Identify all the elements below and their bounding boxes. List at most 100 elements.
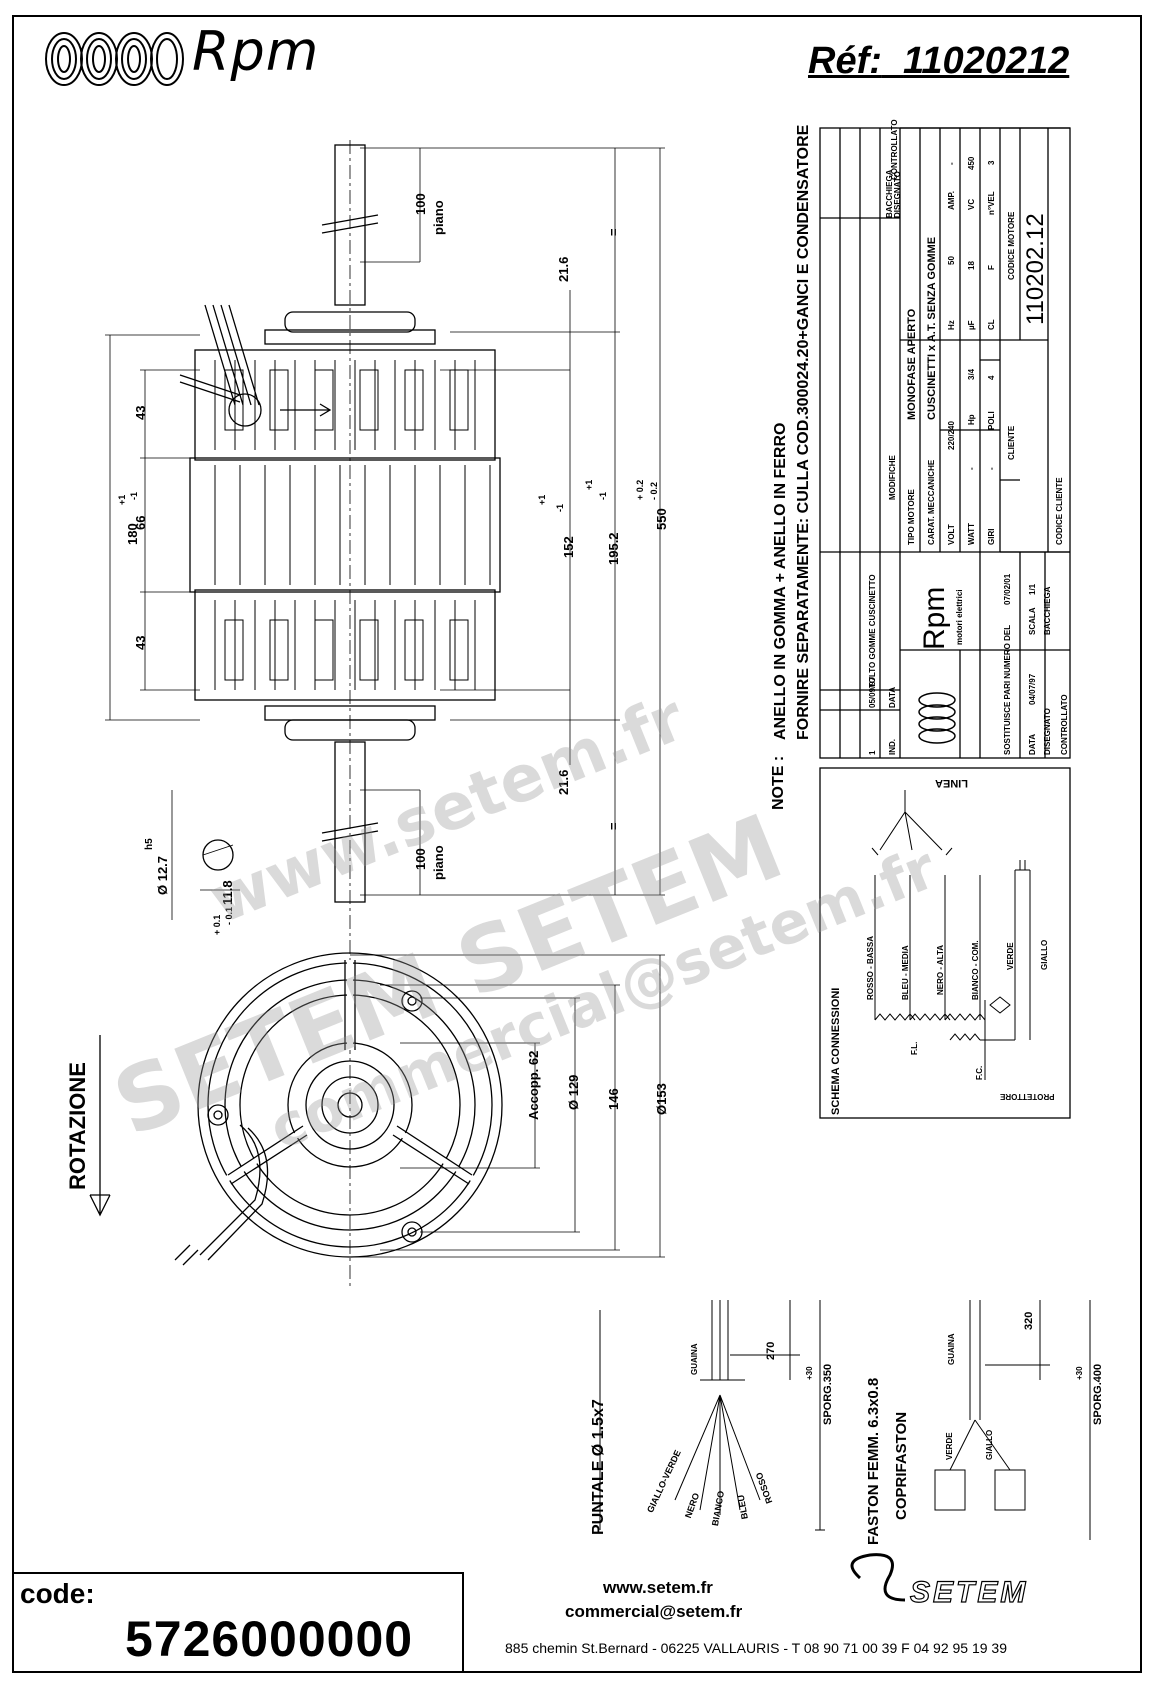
spec-cl-label: CL	[987, 319, 996, 330]
spec-uf-label: µF	[967, 320, 976, 331]
wiring-protettore: PROTETTORE	[1000, 1092, 1055, 1101]
puntale-guaina: GUAINA	[690, 1343, 699, 1375]
dim-180-tol-minus: -1	[129, 492, 139, 500]
wire-bleu: BLEU - MEDIA	[901, 945, 910, 1000]
faston-wire-verde: VERDE	[945, 1432, 954, 1460]
faston-sporg-tol: +30	[1075, 1366, 1084, 1380]
wire-bianco: BIANCO - COM.	[971, 940, 980, 1000]
footer-email-link[interactable]: commercial@setem.fr	[565, 1602, 743, 1621]
spec-volt-value: 220/240	[947, 421, 956, 450]
scala-label: SCALA	[1028, 607, 1037, 635]
dim-body-top: 43	[133, 406, 148, 420]
brand-name: Rpm	[192, 20, 320, 83]
scala-value: 1/1	[1028, 583, 1037, 595]
dim-195: 195.2	[606, 532, 621, 565]
notes-line2: FORNIRE SEPARATAMENTE: CULLA COD.300024.…	[795, 124, 812, 740]
footer-website-link[interactable]: www.setem.fr	[603, 1578, 713, 1597]
tipo-motore-label: TIPO MOTORE	[907, 489, 916, 545]
spec-amp-value: -	[947, 162, 956, 165]
spec-volt-label: VOLT	[947, 524, 956, 545]
dim-146: 146	[606, 1088, 621, 1110]
dim-hub-lower: 21.6	[556, 770, 571, 795]
spec-amp-label: AMP.	[947, 191, 956, 210]
reference-label: Réf:	[808, 40, 882, 82]
tipo-motore-value: MONOFASE APERTO	[906, 308, 918, 420]
wire-giallo: GIALLO	[1040, 939, 1049, 970]
spec-vc-value: 450	[967, 156, 976, 170]
codice-cliente-label: CODICE CLIENTE	[1055, 477, 1064, 545]
dim-550: 550	[654, 508, 669, 530]
dim-shaft-lower: 100	[413, 848, 428, 870]
puntale-sporg350: SPORG.350	[822, 1363, 834, 1425]
faston-guaina: GUAINA	[947, 1333, 956, 1365]
spec-nvel-label: n°VEL	[987, 191, 996, 215]
spec-hp-value: 3/4	[967, 368, 976, 380]
wiring-title: SCHEMA CONNESSIONI	[830, 987, 842, 1115]
rev-row-ind: 1	[868, 750, 877, 755]
rev-header-modifiche: MODIFICHE	[888, 455, 897, 500]
cliente-label: CLIENTE	[1007, 425, 1016, 460]
title-block-brand: Rpm	[918, 586, 951, 650]
codice-motore-label: CODICE MOTORE	[1007, 211, 1016, 280]
carat-value: CUSCINETTI x A.T. SENZA GOMME	[926, 236, 938, 420]
spec-vc-label: VC	[967, 198, 976, 210]
spec-uf-value: 18	[967, 261, 976, 270]
dim-550-tol-plus: + 0.2	[635, 480, 645, 500]
dim-accopp: Accopp. 62	[526, 1051, 541, 1120]
dim-180-tol-plus: +1	[117, 495, 127, 505]
codice-motore-value: 110202.12	[1022, 213, 1049, 325]
wiring-fl: F.L.	[910, 1041, 919, 1055]
puntale-len270: 270	[765, 1341, 777, 1360]
puntale-sporg-tol: +30	[805, 1366, 814, 1380]
dim-152: 152	[561, 536, 576, 558]
dim-shaft-fit: h5	[144, 838, 155, 850]
rpm-logo-icon	[45, 32, 184, 86]
puntale-label: PUNTALE Ø 1.5x7	[590, 1399, 607, 1535]
faston-len320: 320	[1023, 1311, 1035, 1330]
data-label: DATA	[1028, 733, 1037, 755]
faston-sporg400: SPORG.400	[1092, 1363, 1104, 1425]
spec-giri-value: -	[987, 467, 996, 470]
dim-shaft-flat-tol-minus: - 0.1	[224, 907, 234, 925]
rotation-label: ROTAZIONE	[65, 1062, 90, 1190]
dim-153: Ø153	[654, 1083, 669, 1115]
data-value: 04/07/97	[1028, 673, 1037, 705]
dim-hub-upper: 21.6	[556, 257, 571, 282]
setem-swoosh-icon	[850, 1553, 906, 1602]
rev-row-modifiche: TOLTO GOMME CUSCINETTO	[868, 574, 877, 688]
rev-header-data: DATA	[888, 686, 897, 708]
spec-poli-label: POLI	[987, 411, 996, 430]
notes-title: NOTE :	[770, 755, 787, 810]
spec-watt-value: -	[967, 467, 976, 470]
wiring-linea: LINEA	[935, 777, 968, 789]
spec-hz-value: 50	[947, 256, 956, 265]
dim-shaft-diam: Ø 12.7	[155, 856, 170, 895]
controllato-label: CONTROLLATO	[1060, 694, 1069, 755]
reference-header: Réf: 11020212	[808, 40, 1069, 83]
dim-195-tol-plus: +1	[584, 480, 594, 490]
spec-hz-label: Hz	[947, 320, 956, 330]
dim-195-tol-minus: -1	[598, 492, 608, 500]
wire-rosso: ROSSO - BASSA	[866, 935, 875, 1000]
dim-129: Ø 129	[566, 1075, 581, 1110]
dim-550-tol-minus: - 0.2	[649, 482, 659, 500]
spec-watt-label: WATT	[967, 522, 976, 545]
footer-address: 885 chemin St.Bernard - 06225 VALLAURIS …	[505, 1640, 1007, 1656]
spec-poli-value: 4	[987, 375, 996, 380]
rev-header-controllato: CONTROLLATO	[890, 119, 899, 180]
dim-152-tol-plus: +1	[537, 495, 547, 505]
spec-hp-label: Hp	[967, 414, 976, 425]
dim-shaft-upper-note: piano	[431, 200, 446, 235]
notes-line1: ANELLO IN GOMMA + ANELLO IN FERRO	[772, 422, 789, 740]
setem-logo-text: SETEM	[909, 1575, 1029, 1609]
spec-cl-value: F	[987, 265, 996, 270]
rev-header-ind: IND.	[888, 739, 897, 755]
sostituisce-date: 07/02/01	[1003, 573, 1012, 605]
dim-equal-lower: =	[606, 822, 621, 830]
dim-body-bottom: 43	[133, 636, 148, 650]
dim-shaft-flat: 11.8	[220, 880, 235, 905]
dim-body-mid: 66	[133, 516, 148, 530]
reference-number: 11020212	[903, 40, 1070, 82]
dim-180: 180	[125, 523, 140, 545]
